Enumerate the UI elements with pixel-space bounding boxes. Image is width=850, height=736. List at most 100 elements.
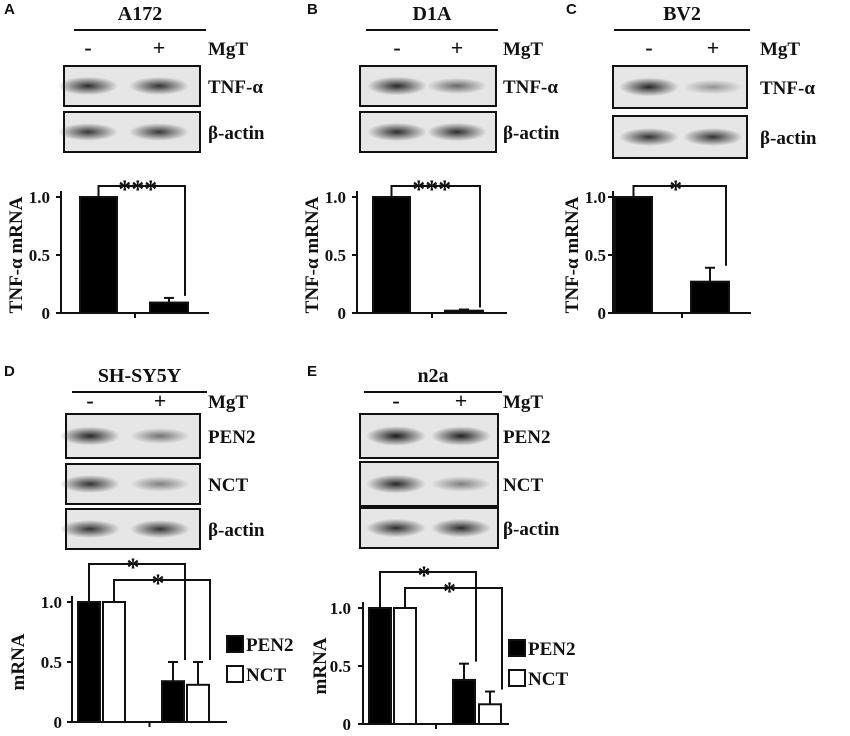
blot-label: NCT <box>208 475 248 496</box>
blot-tnf: TNF-α <box>612 65 815 109</box>
cell-line-label: BV2 <box>663 3 701 25</box>
significance-marker: * <box>127 553 140 582</box>
lane-minus-label: - <box>392 388 399 413</box>
legend-swatch <box>508 639 526 657</box>
blot-label: β-actin <box>760 128 817 149</box>
band <box>366 518 426 538</box>
band <box>60 520 120 538</box>
y-tick-label: 0 <box>42 304 51 323</box>
cell-line-label: A172 <box>118 3 162 25</box>
legend-label: PEN2 <box>528 639 576 660</box>
cell-line-label: n2a <box>417 365 448 387</box>
legend-label: PEN2 <box>246 635 294 656</box>
lane-plus-label: + <box>153 35 166 60</box>
bar <box>102 601 126 723</box>
band <box>130 520 190 538</box>
treatment-label: MgT <box>208 392 248 413</box>
band <box>130 428 190 444</box>
y-tick-label: 1.0 <box>330 599 351 618</box>
lane-minus-label: - <box>84 35 91 60</box>
blot-label: β-actin <box>208 520 265 541</box>
band <box>431 518 491 538</box>
blot-label: β-actin <box>503 123 560 144</box>
treatment-label: MgT <box>503 392 543 413</box>
y-tick-label: 1.0 <box>325 188 346 207</box>
y-axis-label: mRNA <box>8 633 29 690</box>
band <box>683 79 743 95</box>
y-tick-label: 0.5 <box>330 657 351 676</box>
band <box>367 76 427 96</box>
treatment-label: MgT <box>503 39 543 60</box>
panel-letter: A <box>4 1 15 18</box>
blot-label: PEN2 <box>503 427 551 448</box>
lane-plus-label: + <box>451 35 464 60</box>
significance-bracket <box>390 185 481 308</box>
blot-label: PEN2 <box>208 427 256 448</box>
significance-bracket <box>379 571 477 662</box>
blot-actin: β-actin <box>60 508 265 550</box>
significance-marker: * <box>152 569 165 598</box>
significance-bracket <box>404 587 503 690</box>
y-tick-label: 1.0 <box>41 593 62 612</box>
significance-marker: *** <box>118 175 157 204</box>
lane-minus-label: - <box>86 388 93 413</box>
band <box>58 76 118 96</box>
band <box>427 122 487 142</box>
bar <box>77 601 101 723</box>
legend-swatch <box>508 669 526 687</box>
blot-actin: β-actin <box>58 111 265 153</box>
y-tick-label: 0 <box>343 715 352 734</box>
cell-line-label: SH-SY5Y <box>98 365 182 387</box>
significance-bracket <box>97 185 186 296</box>
band <box>366 474 426 494</box>
band <box>683 128 743 146</box>
bar <box>393 607 417 725</box>
bar <box>161 680 185 724</box>
bar <box>372 196 411 314</box>
legend-swatch <box>226 635 244 653</box>
band <box>367 122 427 142</box>
y-tick-label: 1.0 <box>29 188 50 207</box>
blot-label: TNF-α <box>760 78 815 99</box>
legend-label: NCT <box>246 665 286 686</box>
bar <box>478 703 502 726</box>
bar <box>452 678 476 725</box>
blot-label: β-actin <box>503 519 560 540</box>
blot-nct: NCT <box>60 463 248 505</box>
blot-label: NCT <box>503 475 543 496</box>
blot-tnf: TNF-α <box>58 65 263 107</box>
blot-label: β-actin <box>208 123 265 144</box>
band <box>129 123 189 141</box>
y-axis-label: TNF-α mRNA <box>562 196 583 313</box>
significance-marker: *** <box>412 175 451 204</box>
cell-line-label: D1A <box>413 3 452 25</box>
blot-actin: β-actin <box>359 111 560 153</box>
y-axis-label: TNF-α mRNA <box>6 196 27 313</box>
lane-plus-label: + <box>455 388 468 413</box>
band <box>129 77 189 95</box>
legend-label: NCT <box>528 669 568 690</box>
significance-marker: * <box>418 561 431 590</box>
band <box>60 426 120 446</box>
lane-plus-label: + <box>154 388 167 413</box>
y-tick-label: 0 <box>338 304 347 323</box>
bar <box>690 280 730 314</box>
bar <box>186 683 210 723</box>
y-tick-label: 0.5 <box>325 246 346 265</box>
bar <box>368 607 392 725</box>
band <box>431 426 491 446</box>
significance-marker: * <box>669 175 682 204</box>
legend-swatch <box>226 665 244 683</box>
panel-letter: E <box>307 363 317 380</box>
band <box>130 476 190 492</box>
lane-minus-label: - <box>393 35 400 60</box>
significance-bracket <box>113 579 211 660</box>
y-tick-label: 0 <box>598 304 607 323</box>
